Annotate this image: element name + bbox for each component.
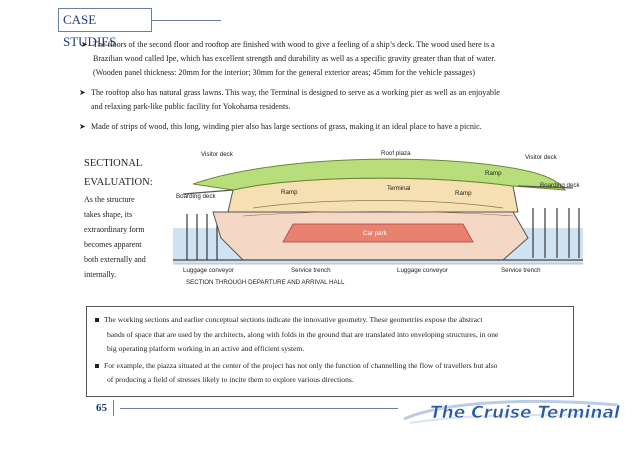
caption-line: As the structure (84, 195, 135, 204)
header-rule (151, 20, 221, 21)
box-list-item: The working sections and earlier concept… (95, 313, 563, 357)
caption-line: extraordinary form (84, 225, 145, 234)
label-ramp-top: Ramp (485, 170, 502, 177)
bullet-item: ➤ The rooftop also has natural grass law… (79, 88, 500, 111)
section-title: CASE STUDIES (58, 8, 152, 49)
label-visitor-deck-right: Visitor deck (525, 154, 558, 161)
label-luggage-conveyor-right: Luggage conveyor (397, 267, 448, 274)
label-luggage-conveyor-left: Luggage conveyor (183, 267, 234, 274)
cruise-terminal-logo: The Cruise Terminal (400, 393, 622, 429)
square-bullet-icon (95, 318, 99, 323)
footer-rule (120, 408, 398, 409)
car-park-area (282, 223, 474, 243)
label-terminal: Terminal (387, 185, 410, 192)
label-car-park: Car park (363, 230, 388, 237)
logo-text: The Cruise Terminal (430, 403, 621, 423)
square-bullet-icon (95, 363, 99, 368)
sectional-evaluation-caption: SECTIONAL EVALUATION: As the structure t… (84, 154, 172, 282)
caption-line: takes shape, its (84, 210, 133, 219)
box-list-item: For example, the piazza situated at the … (95, 359, 563, 388)
section-diagram: Visitor deck Roof plaza Visitor deck Ram… (173, 150, 583, 278)
label-ramp-left: Ramp (281, 189, 298, 196)
caption-line: both externally and (84, 255, 146, 264)
label-service-trench-left: Service trench (291, 267, 331, 274)
pier-pillars (186, 208, 580, 260)
label-boarding-deck-left: Boarding deck (176, 193, 216, 200)
caption-line: becomes apparent (84, 240, 142, 249)
top-bullet-list: ➤ The floors of the second floor and roo… (79, 38, 571, 134)
arrow-bullet-icon: ➤ (79, 122, 86, 131)
caption-heading: SECTIONAL (84, 158, 143, 169)
page-number-divider (113, 400, 114, 416)
label-ramp-right: Ramp (455, 190, 472, 197)
label-service-trench-right: Service trench (501, 267, 541, 274)
label-roof-plaza: Roof plaza (381, 150, 411, 157)
bullet-item: ➤ Made of strips of wood, this long, win… (79, 120, 571, 134)
bullet-item: ➤ The floors of the second floor and roo… (81, 40, 496, 77)
arrow-bullet-icon: ➤ (79, 88, 86, 97)
section-drawing: Visitor deck Roof plaza Visitor deck Ram… (173, 150, 583, 278)
page-number: 65 (96, 402, 107, 414)
caption-line: internally. (84, 270, 117, 279)
arrow-bullet-icon: ➤ (81, 40, 88, 49)
notes-box: The working sections and earlier concept… (86, 306, 574, 397)
label-visitor-deck-left: Visitor deck (201, 151, 234, 158)
roof-plaza-surface (192, 158, 567, 191)
label-boarding-deck-right: Boarding deck (540, 182, 580, 189)
diagram-caption: SECTION THROUGH DEPARTURE AND ARRIVAL HA… (186, 279, 345, 286)
caption-heading: EVALUATION: (84, 177, 153, 188)
